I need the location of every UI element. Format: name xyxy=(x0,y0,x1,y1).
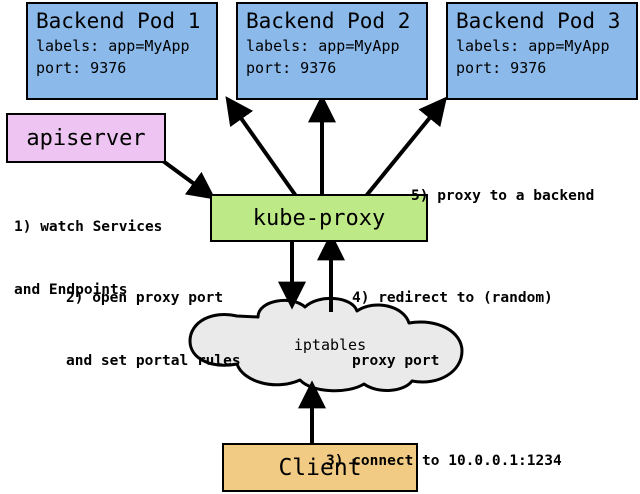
kube-proxy-label: kube-proxy xyxy=(252,205,386,231)
backend-pod-1-box[interactable]: Backend Pod 1 labels: app=MyApp port: 93… xyxy=(26,2,218,100)
step-3-label: 3) connect to 10.0.0.1:1234 xyxy=(326,409,562,494)
arrow-apiserver-to-kubeproxy xyxy=(161,159,216,200)
backend-pod-1-port: port: 9376 xyxy=(36,59,127,77)
step-4-label: 4) redirect to (random) proxy port xyxy=(352,246,553,414)
backend-pod-2-box[interactable]: Backend Pod 2 labels: app=MyApp port: 93… xyxy=(236,2,428,100)
apiserver-box[interactable]: apiserver xyxy=(6,113,166,163)
kube-proxy-box[interactable]: kube-proxy xyxy=(210,194,428,242)
step-5-label: 5) proxy to a backend xyxy=(411,144,594,249)
backend-pod-3-title: Backend Pod 3 xyxy=(456,9,621,33)
step-3-line-1: 3) connect to 10.0.0.1:1234 xyxy=(326,453,562,469)
step-1-line-2: and Endpoints xyxy=(14,282,128,298)
step-1-line-1: 1) watch Services xyxy=(14,219,163,235)
step-4-line-1: 4) redirect to (random) xyxy=(352,290,553,306)
backend-pod-3-labels: labels: app=MyApp xyxy=(456,37,610,55)
step-1-label: 1) watch Services and Endpoints xyxy=(14,175,162,343)
step-4-line-2: proxy port xyxy=(352,353,440,369)
client-box[interactable]: Client xyxy=(222,443,418,492)
apiserver-label: apiserver xyxy=(26,125,146,151)
step-2-line-1: 2) open proxy port xyxy=(66,290,224,306)
backend-pod-1-labels: labels: app=MyApp xyxy=(36,37,190,55)
client-label: Client xyxy=(278,454,362,481)
backend-pod-2-port: port: 9376 xyxy=(246,59,337,77)
backend-pod-1-title: Backend Pod 1 xyxy=(36,9,201,33)
backend-pod-2-title: Backend Pod 2 xyxy=(246,9,411,33)
step-5-line-1: 5) proxy to a backend xyxy=(411,188,595,204)
backend-pod-2-labels: labels: app=MyApp xyxy=(246,37,400,55)
backend-pod-3-box[interactable]: Backend Pod 3 labels: app=MyApp port: 93… xyxy=(446,2,638,100)
step-2-line-2: and set portal rules xyxy=(66,353,241,369)
arrow-kubeproxy-to-pod1 xyxy=(225,96,298,198)
backend-pod-3-port: port: 9376 xyxy=(456,59,547,77)
step-2-label: 2) open proxy port and set portal rules xyxy=(66,246,241,414)
